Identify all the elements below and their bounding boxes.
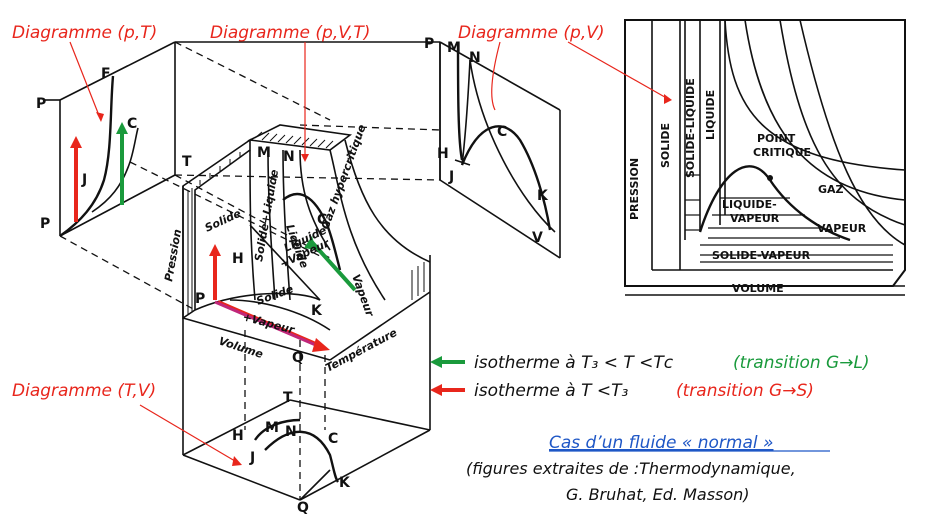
region-solide-vapeur-line2: +Vapeur xyxy=(241,310,296,336)
chart-region-vapeur: VAPEUR xyxy=(817,222,867,235)
point-K-pV: K xyxy=(537,188,549,204)
axis-temperature-3d: Température xyxy=(323,326,399,375)
axis-label-P: P xyxy=(36,96,46,112)
point-C-TV: C xyxy=(328,431,338,447)
region-solide-vapeur-line1: Solide xyxy=(255,282,296,308)
legend-red-text: isotherme à T <T₃ xyxy=(474,381,629,401)
point-H-pV: H xyxy=(437,146,449,162)
chart-axis-pression: PRESSION xyxy=(628,158,641,220)
axis-label-T-pT: T xyxy=(182,154,192,170)
TV-projection-panel xyxy=(182,292,431,501)
point-N-pVT: N xyxy=(283,149,295,165)
chart-axis-volume: VOLUME xyxy=(732,282,784,295)
point-M-pVT: M xyxy=(257,145,271,161)
point-J-pT: J xyxy=(81,172,87,188)
point-F: F xyxy=(101,66,111,82)
point-K-TV: K xyxy=(339,475,351,491)
pT-projection-panel xyxy=(44,41,331,311)
point-M-pV: M xyxy=(447,40,461,56)
title-TV: Diagramme (T,V) xyxy=(12,381,156,401)
point-H-pVT: H xyxy=(232,251,244,267)
title-pT: Diagramme (p,T) xyxy=(12,23,157,43)
axis-label-V-pV: V xyxy=(532,230,543,246)
point-C-pT: C xyxy=(127,116,137,132)
point-P-pVT: P xyxy=(195,291,205,307)
legend-green-text: isotherme à T₃ < T <Tᴄ xyxy=(474,353,674,373)
region-gaz-hypercritique: Gaz hypercritique xyxy=(319,122,369,231)
title-pV: Diagramme (p,V) xyxy=(458,23,605,43)
pV-projection-panel xyxy=(439,41,556,233)
chart-point-critique-line2: CRITIQUE xyxy=(753,146,811,159)
region-solide-liquide: Solide+Liquide xyxy=(252,168,281,263)
point-N-TV: N xyxy=(285,424,297,440)
caption-title: Cas d’un fluide « normal » xyxy=(549,433,774,453)
axis-volume-3d: Volume xyxy=(217,334,265,361)
axis-pression-3d: Pression xyxy=(162,228,184,282)
point-C-pVT: C xyxy=(317,212,327,228)
caption-line1: (figures extraites de :Thermodynamique, xyxy=(466,459,796,478)
point-Q-TV: Q xyxy=(297,500,309,516)
legend-red-isotherm: isotherme à T <T₃ (transition G→S) xyxy=(430,381,814,401)
point-P-pT: P xyxy=(40,216,50,232)
point-C-pV: C xyxy=(497,124,507,140)
title-pVT: Diagramme (p,V,T) xyxy=(210,23,370,43)
caption-line2: G. Bruhat, Ed. Masson) xyxy=(566,485,750,504)
chart-region-solide: SOLIDE xyxy=(659,123,672,168)
point-M-TV: M xyxy=(265,420,279,436)
region-solide: Solide xyxy=(203,206,244,234)
chart-region-solide-liquide: SOLIDE-LIQUIDE xyxy=(684,78,697,178)
chart-region-solide-vapeur: SOLIDE-VAPEUR xyxy=(712,249,811,262)
axis-label-P-pV: P xyxy=(424,36,434,52)
axis-label-T-TV: T xyxy=(283,390,293,406)
point-J-TV: J xyxy=(249,450,255,466)
chart-region-gaz: GAZ xyxy=(818,183,844,196)
point-Q-pVT: Q xyxy=(292,350,304,366)
title-pointers xyxy=(69,41,672,466)
point-N-pV: N xyxy=(469,50,481,66)
legend-green-isotherm: isotherme à T₃ < T <Tᴄ (transition G→L) xyxy=(430,353,870,373)
point-K-pVT: K xyxy=(311,303,323,319)
legend-green-paren: (transition G→L) xyxy=(733,353,870,373)
chart-region-liquide-vapeur-line2: VAPEUR xyxy=(730,212,780,225)
point-J-pV: J xyxy=(448,169,454,185)
chart-region-liquide-vapeur-line1: LIQUIDE- xyxy=(722,198,777,211)
pV-detailed-chart xyxy=(624,19,906,296)
legend-red-paren: (transition G→S) xyxy=(676,381,814,401)
point-H-TV: H xyxy=(232,428,244,444)
chart-region-liquide: LIQUIDE xyxy=(704,90,717,140)
chart-point-critique-line1: POINT xyxy=(757,132,796,145)
